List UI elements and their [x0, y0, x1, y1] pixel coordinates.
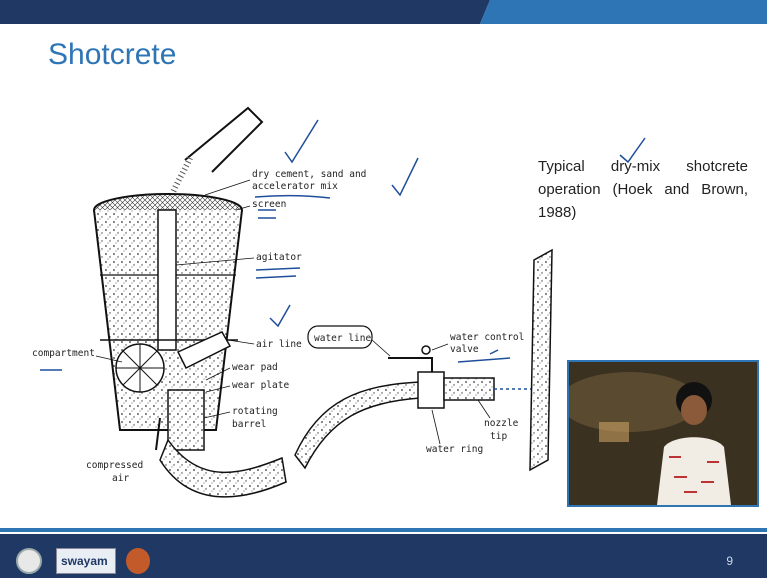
label-water-line: water line — [314, 333, 371, 344]
label-water-control-1: water control — [450, 332, 524, 343]
footer-background: swayam 9 — [0, 534, 767, 578]
footer-bar: swayam 9 — [0, 528, 767, 578]
label-dry-mix-1: dry cement, sand and — [252, 169, 366, 180]
label-water-ring: water ring — [426, 444, 483, 455]
label-rotating-2: barrel — [232, 419, 266, 430]
slide-title: Shotcrete — [48, 38, 176, 72]
nptel-logo-icon — [126, 548, 150, 574]
page-number: 9 — [726, 554, 733, 568]
presenter-video — [567, 360, 759, 507]
feed-chute — [170, 108, 262, 200]
label-nozzle-1: nozzle — [484, 418, 519, 429]
swayam-logo: swayam — [56, 548, 116, 574]
iit-logo-icon — [16, 548, 42, 574]
footer-accent-line — [0, 528, 767, 532]
label-compartment: compartment — [32, 348, 95, 359]
label-air-line: air line — [256, 339, 302, 350]
label-compressed-1: compressed — [86, 460, 143, 471]
label-wear-plate: wear plate — [232, 380, 289, 391]
label-water-control-2: valve — [450, 344, 479, 355]
presenter-video-frame — [569, 362, 757, 505]
rock-wall — [530, 250, 552, 470]
label-wear-pad: wear pad — [232, 362, 278, 373]
label-dry-mix-2: accelerator mix — [252, 181, 338, 192]
label-rotating-1: rotating — [232, 406, 278, 417]
label-compressed-2: air — [112, 473, 129, 484]
figure-caption: Typical dry-mix shotcrete operation (Hoe… — [538, 155, 748, 224]
label-nozzle-2: tip — [490, 431, 507, 442]
swayam-logo-text: swayam — [61, 554, 108, 568]
label-screen: screen — [252, 199, 286, 210]
label-agitator: agitator — [256, 252, 302, 263]
top-banner — [0, 0, 767, 24]
material-hose — [295, 382, 420, 468]
